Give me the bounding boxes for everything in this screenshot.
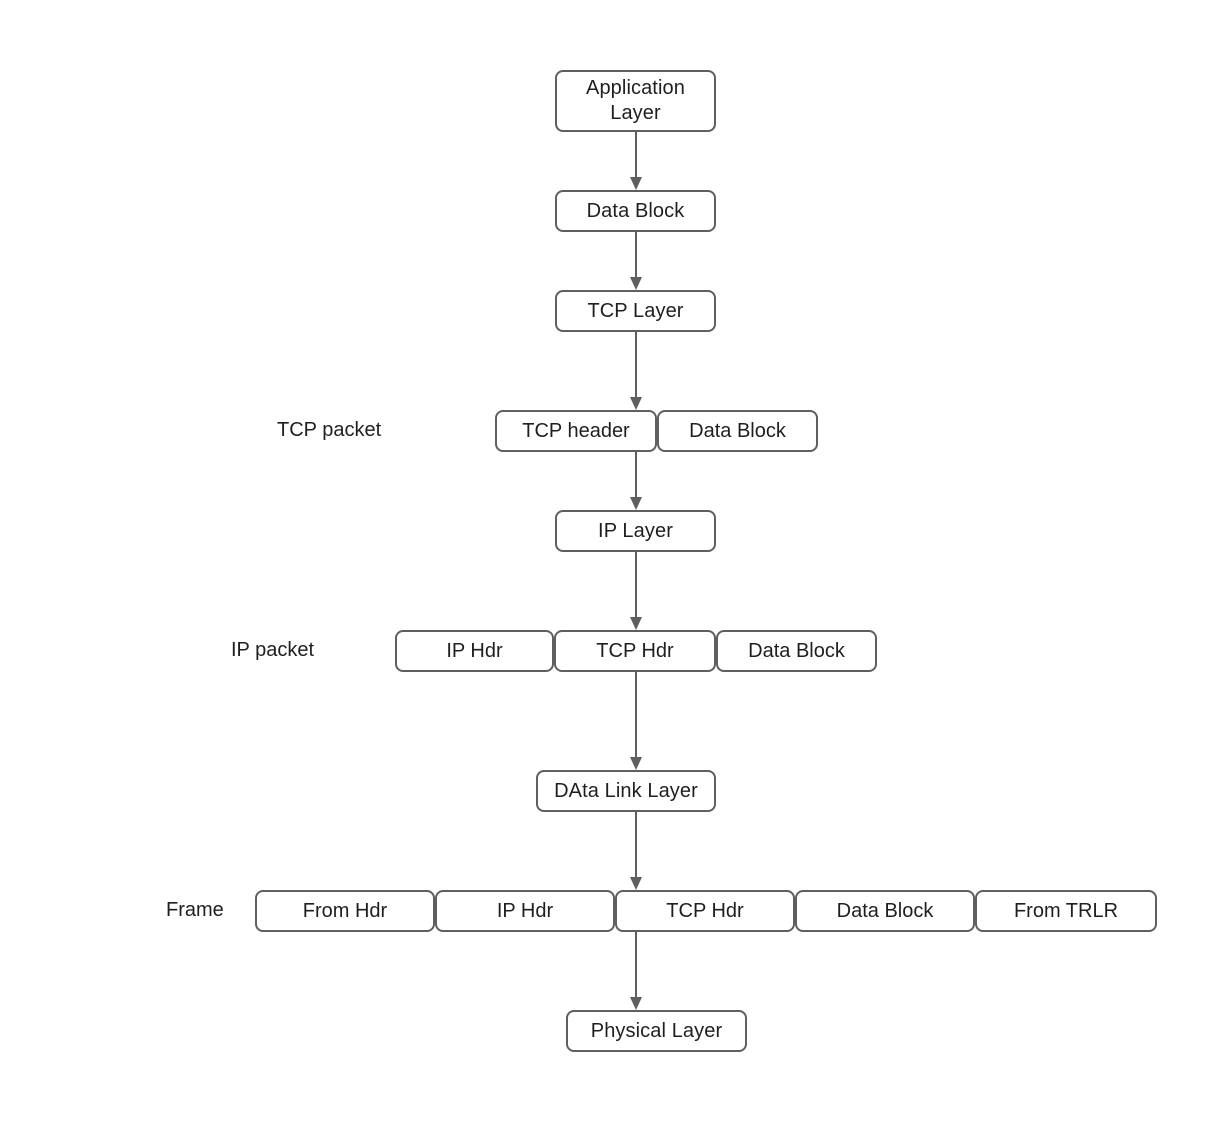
node-application-layer[interactable]: Application Layer (555, 70, 716, 132)
segment-frame-from-hdr-seg[interactable]: From Hdr (255, 890, 435, 932)
segment-frame-tcp-hdr-seg[interactable]: TCP Hdr (615, 890, 795, 932)
node-tcp-layer[interactable]: TCP Layer (555, 290, 716, 332)
arrow-shaft (635, 452, 637, 498)
node-data-link-layer[interactable]: DAta Link Layer (536, 770, 716, 812)
row-label-tcp-packet: TCP packet (277, 419, 382, 441)
segment-frame-from-trlr-seg[interactable]: From TRLR (975, 890, 1157, 932)
arrow-head-icon (630, 177, 642, 190)
row-label-ip-packet: IP packet (231, 639, 315, 661)
arrow-head-icon (630, 877, 642, 890)
arrow-head-icon (630, 757, 642, 770)
arrow-shaft (635, 932, 637, 998)
segment-ip-packet-data-block-seg[interactable]: Data Block (716, 630, 877, 672)
node-data-block-1[interactable]: Data Block (555, 190, 716, 232)
arrow-shaft (635, 332, 637, 398)
arrow-shaft (635, 672, 637, 758)
node-physical-layer[interactable]: Physical Layer (566, 1010, 747, 1052)
arrow-shaft (635, 232, 637, 278)
arrow-shaft (635, 552, 637, 618)
arrow-head-icon (630, 277, 642, 290)
node-ip-layer[interactable]: IP Layer (555, 510, 716, 552)
arrow-head-icon (630, 397, 642, 410)
segment-frame-ip-hdr-seg[interactable]: IP Hdr (435, 890, 615, 932)
row-label-frame: Frame (166, 899, 224, 921)
arrow-head-icon (630, 497, 642, 510)
segment-ip-packet-tcp-hdr-seg[interactable]: TCP Hdr (554, 630, 716, 672)
arrow-shaft (635, 812, 637, 878)
arrow-shaft (635, 132, 637, 178)
arrow-head-icon (630, 617, 642, 630)
segment-frame-data-block-seg[interactable]: Data Block (795, 890, 975, 932)
segment-ip-packet-ip-hdr-seg[interactable]: IP Hdr (395, 630, 554, 672)
segment-tcp-packet-tcp-header-seg[interactable]: TCP header (495, 410, 657, 452)
segment-tcp-packet-data-block-seg[interactable]: Data Block (657, 410, 818, 452)
arrow-head-icon (630, 997, 642, 1010)
